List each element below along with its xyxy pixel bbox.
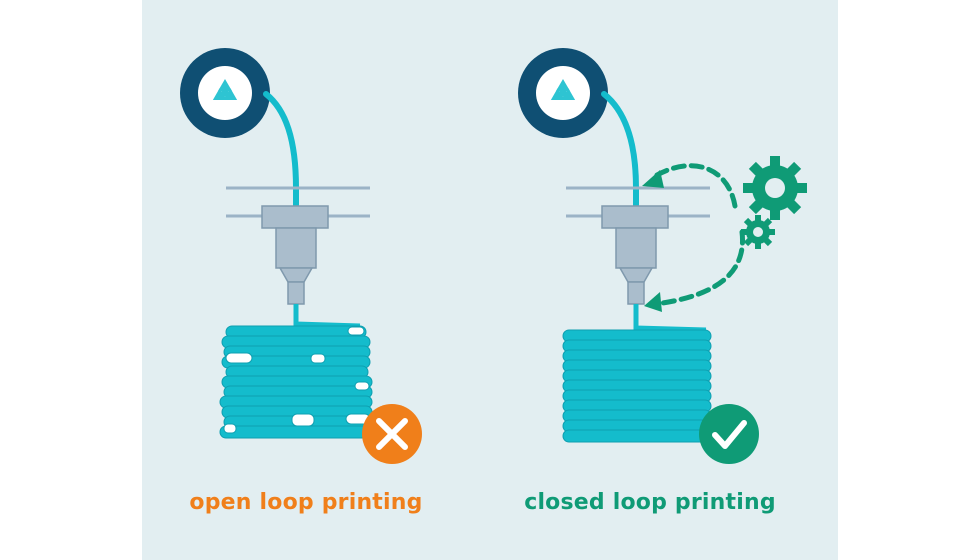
arrow-heads xyxy=(642,170,664,312)
filament-spool xyxy=(180,48,270,138)
open-loop-caption: open loop printing xyxy=(189,490,423,515)
open-loop-printer xyxy=(180,48,422,464)
clean-print xyxy=(562,329,712,443)
check-icon xyxy=(699,404,759,464)
closed-loop-printer xyxy=(518,48,807,464)
print-head xyxy=(601,205,669,305)
cross-icon xyxy=(362,404,422,464)
print-defects xyxy=(223,326,371,434)
print-head xyxy=(261,205,329,305)
feedback-arrows xyxy=(649,163,745,307)
gear-icon xyxy=(743,156,807,220)
filament xyxy=(601,91,639,215)
defective-print xyxy=(219,325,373,439)
closed-loop-caption: closed loop printing xyxy=(524,490,776,515)
filament xyxy=(263,91,299,215)
small-gear-icon xyxy=(741,215,775,249)
filament-spool xyxy=(518,48,608,138)
